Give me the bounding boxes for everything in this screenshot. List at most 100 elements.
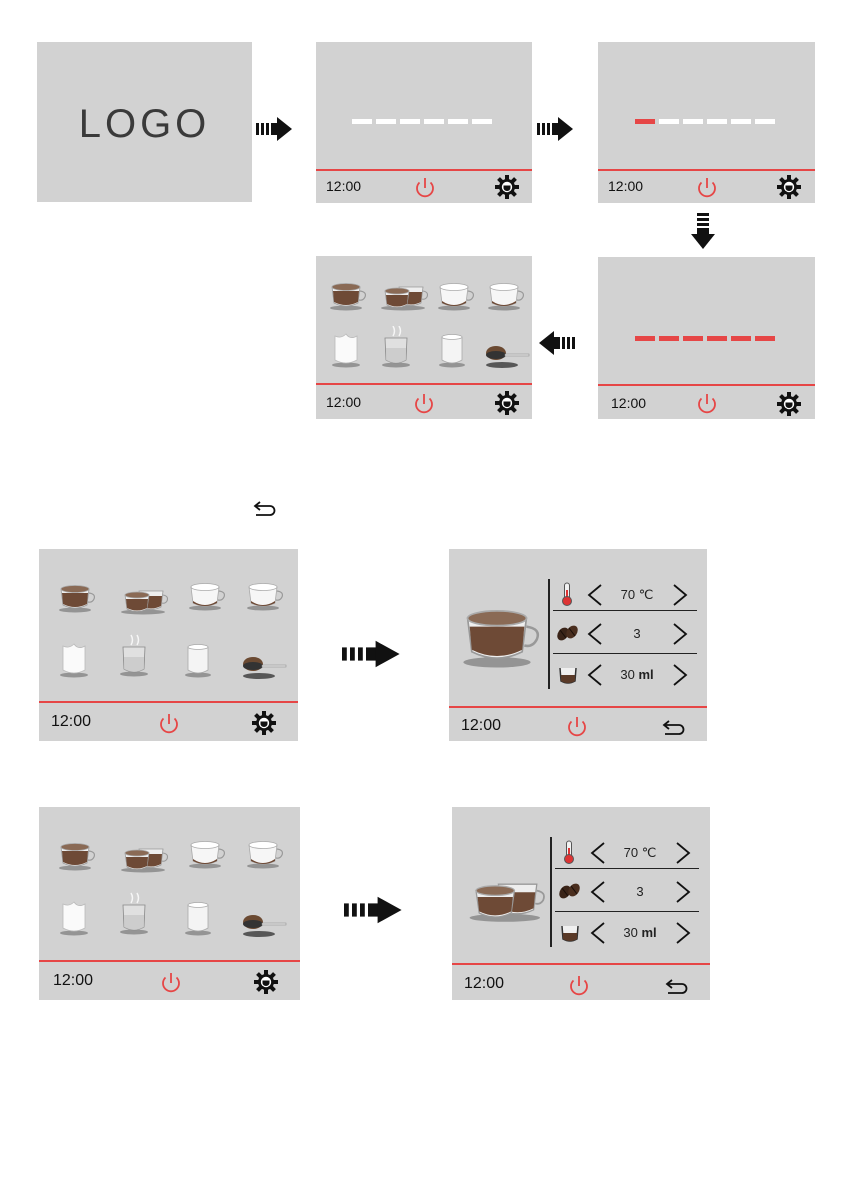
- double-espresso-icon[interactable]: [115, 837, 175, 877]
- ground-coffee-icon[interactable]: [235, 905, 295, 945]
- power-icon[interactable]: [565, 971, 593, 999]
- back-icon[interactable]: [662, 977, 692, 999]
- power-icon[interactable]: [412, 391, 436, 415]
- chevron-right-icon[interactable]: [672, 583, 688, 607]
- power-icon[interactable]: [695, 391, 719, 415]
- logo-text: LOGO: [37, 102, 252, 147]
- milk-foam-icon[interactable]: [53, 895, 95, 941]
- progress-segment: [683, 119, 703, 124]
- chevron-right-icon[interactable]: [672, 622, 688, 646]
- hot-water-icon[interactable]: [113, 889, 155, 941]
- row-divider: [555, 868, 699, 869]
- cappuccino-icon[interactable]: [181, 833, 233, 873]
- espresso-icon[interactable]: [51, 577, 103, 617]
- progress-segment: [400, 119, 420, 124]
- menu-screen-large: 12:00: [39, 549, 298, 741]
- thermometer-icon: [561, 840, 577, 866]
- settings-cup-gear-icon[interactable]: [776, 391, 802, 417]
- clock: 12:00: [611, 395, 646, 411]
- back-icon[interactable]: [659, 718, 689, 740]
- ground-coffee-icon[interactable]: [482, 338, 532, 372]
- clock: 12:00: [461, 717, 501, 735]
- latte-icon[interactable]: [239, 575, 291, 615]
- chevron-left-icon[interactable]: [587, 622, 603, 646]
- power-icon[interactable]: [413, 175, 437, 199]
- latte-icon[interactable]: [484, 278, 528, 312]
- thermometer-icon: [559, 582, 575, 608]
- milk-foam-icon[interactable]: [328, 330, 364, 370]
- cup-volume-icon: [560, 923, 580, 943]
- clock: 12:00: [608, 178, 643, 194]
- ground-coffee-icon[interactable]: [235, 647, 295, 687]
- progress-segment: [659, 336, 679, 341]
- espresso-icon[interactable]: [326, 278, 370, 312]
- menu-screen: 12:00: [316, 256, 532, 419]
- status-divider: [598, 384, 815, 386]
- coffee-beans-icon: [558, 882, 580, 900]
- settings-cup-gear-icon[interactable]: [494, 390, 520, 416]
- settings-divider: [548, 579, 550, 689]
- espresso-icon[interactable]: [51, 835, 103, 875]
- progress-segment: [707, 119, 727, 124]
- arrow-right-icon: [537, 116, 577, 142]
- status-divider: [449, 706, 707, 708]
- cappuccino-icon[interactable]: [434, 278, 478, 312]
- status-divider: [452, 963, 710, 965]
- chevron-left-icon[interactable]: [587, 663, 603, 687]
- progress-segment: [731, 119, 751, 124]
- progress-segment: [635, 119, 655, 124]
- status-divider: [39, 701, 298, 703]
- double-espresso-icon[interactable]: [379, 278, 429, 312]
- settings-cup-gear-icon[interactable]: [494, 174, 520, 200]
- progress-segment: [635, 336, 655, 341]
- clock: 12:00: [53, 972, 93, 990]
- power-icon[interactable]: [695, 175, 719, 199]
- temperature-value: 70 ℃: [607, 587, 667, 603]
- settings-cup-gear-icon[interactable]: [251, 967, 281, 997]
- chevron-left-icon[interactable]: [590, 880, 606, 904]
- clock: 12:00: [326, 394, 361, 410]
- power-icon[interactable]: [155, 709, 183, 737]
- cappuccino-icon[interactable]: [181, 575, 233, 615]
- progress-segment: [472, 119, 492, 124]
- progress-segment: [731, 336, 751, 341]
- volume-number: 30: [620, 667, 634, 682]
- chevron-left-icon[interactable]: [587, 583, 603, 607]
- temperature-value: 70 ℃: [610, 845, 670, 861]
- chevron-right-icon[interactable]: [672, 663, 688, 687]
- double-espresso-large-icon: [466, 867, 546, 927]
- chevron-left-icon[interactable]: [590, 841, 606, 865]
- milk-foam-icon[interactable]: [53, 637, 95, 683]
- espresso-settings-screen: 70 ℃ 3 30 ml 12:00: [449, 549, 707, 741]
- settings-cup-gear-icon[interactable]: [249, 708, 279, 738]
- row-divider: [555, 911, 699, 912]
- clock: 12:00: [51, 713, 91, 731]
- strength-value: 3: [610, 884, 670, 899]
- hot-water-icon[interactable]: [378, 326, 414, 370]
- chevron-right-icon[interactable]: [675, 921, 691, 945]
- arrow-right-icon: [344, 895, 416, 925]
- double-espresso-icon[interactable]: [115, 579, 175, 619]
- progress-segment: [376, 119, 396, 124]
- cup-volume-icon: [558, 665, 578, 685]
- progress-segment: [683, 336, 703, 341]
- hot-milk-icon[interactable]: [177, 637, 219, 683]
- strength-value: 3: [607, 626, 667, 641]
- settings-cup-gear-icon[interactable]: [776, 174, 802, 200]
- latte-icon[interactable]: [239, 833, 291, 873]
- back-icon: [252, 500, 278, 520]
- arrow-right-icon: [256, 116, 296, 142]
- status-divider: [598, 169, 815, 171]
- hot-milk-icon[interactable]: [177, 895, 219, 941]
- chevron-right-icon[interactable]: [675, 880, 691, 904]
- chevron-left-icon[interactable]: [590, 921, 606, 945]
- progress-segment: [424, 119, 444, 124]
- power-icon[interactable]: [157, 968, 185, 996]
- menu-screen-large: 12:00: [39, 807, 300, 1000]
- espresso-large-icon: [459, 599, 543, 669]
- hot-water-icon[interactable]: [113, 631, 155, 683]
- status-divider: [39, 960, 300, 962]
- chevron-right-icon[interactable]: [675, 841, 691, 865]
- power-icon[interactable]: [563, 712, 591, 740]
- hot-milk-icon[interactable]: [434, 330, 470, 370]
